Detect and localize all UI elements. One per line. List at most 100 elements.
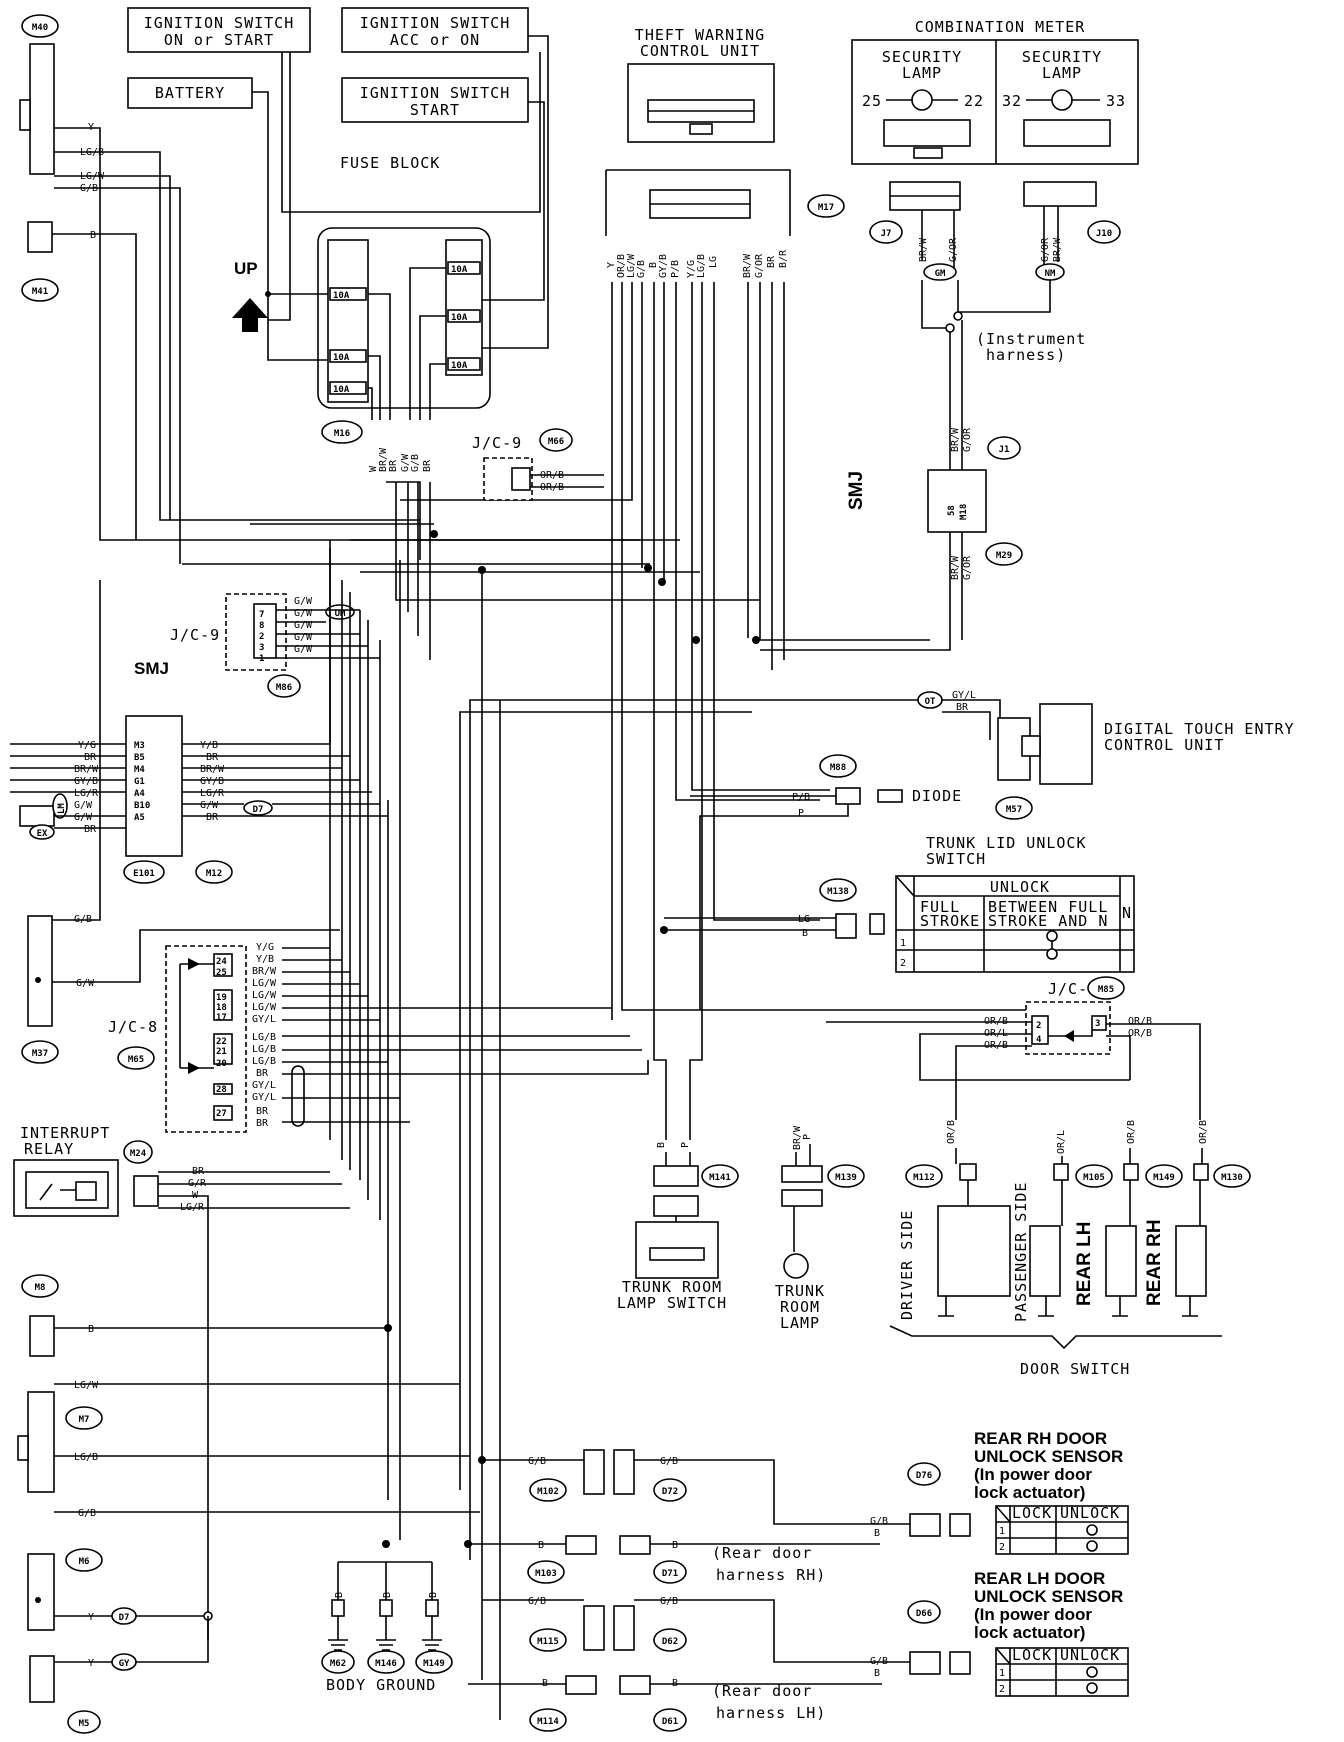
svg-text:1: 1 [900, 938, 906, 949]
svg-text:M62: M62 [330, 1659, 346, 1669]
fuse-10a: 10A [451, 265, 468, 275]
svg-text:M130: M130 [1221, 1173, 1243, 1183]
svg-text:BR: BR [206, 752, 219, 763]
svg-text:BR/W: BR/W [950, 427, 961, 452]
svg-text:LG/W: LG/W [74, 1380, 99, 1391]
theft-warning-control-unit: THEFT WARNING CONTROL UNIT [627, 26, 775, 143]
svg-text:D7: D7 [253, 805, 264, 815]
svg-text:GY/L: GY/L [952, 690, 976, 701]
svg-text:BR/W: BR/W [252, 966, 277, 977]
svg-text:BR/W: BR/W [950, 555, 961, 580]
svg-text:GY/B: GY/B [658, 254, 669, 278]
svg-text:8: 8 [259, 621, 264, 631]
svg-text:D66: D66 [916, 1609, 932, 1619]
svg-text:OR/B: OR/B [1128, 1016, 1152, 1027]
svg-text:G/B: G/B [660, 1596, 678, 1607]
svg-text:PASSENGER SIDE: PASSENGER SIDE [1012, 1182, 1030, 1322]
svg-text:G/W: G/W [200, 800, 219, 811]
svg-text:(Rear door: (Rear door [712, 1682, 812, 1700]
svg-text:REAR RH DOOR: REAR RH DOOR [974, 1429, 1107, 1448]
svg-text:LOCK: LOCK [1012, 1504, 1052, 1522]
svg-text:Y/G: Y/G [256, 942, 274, 953]
svg-text:G/W: G/W [294, 596, 313, 607]
connector-m29 [985, 542, 1023, 566]
svg-text:A4: A4 [134, 789, 145, 799]
svg-text:22: 22 [216, 1037, 227, 1047]
door-switch-group: OR/B OR/L OR/B OR/B M112 M105 M149 M130 … [889, 1120, 1251, 1378]
svg-text:B: B [428, 1592, 439, 1598]
svg-text:G/W: G/W [294, 632, 313, 643]
svg-text:7: 7 [259, 610, 264, 620]
svg-text:UM: UM [335, 609, 346, 619]
body-ground: B B B M62 M146 M149 BODY GROUND [321, 1561, 453, 1694]
svg-text:SWITCH: SWITCH [926, 850, 986, 868]
svg-text:D72: D72 [662, 1487, 678, 1497]
svg-text:LG/B: LG/B [74, 1452, 98, 1463]
connector-m29-body [927, 469, 987, 533]
svg-text:BR: BR [84, 752, 97, 763]
svg-text:OR/B: OR/B [1126, 1120, 1137, 1144]
svg-text:3: 3 [259, 643, 264, 653]
svg-text:RELAY: RELAY [24, 1140, 74, 1158]
svg-text:P/B: P/B [792, 792, 810, 803]
svg-text:DOOR SWITCH: DOOR SWITCH [1020, 1360, 1130, 1378]
connector-m40-block: M40 Y LG/B LG/W G/B [19, 14, 105, 194]
svg-text:17: 17 [216, 1013, 227, 1023]
svg-text:STROKE: STROKE [920, 912, 980, 930]
svg-text:Y: Y [88, 1612, 94, 1623]
connector-m41-block: B M41 [21, 221, 96, 302]
smj-label: SMJ [846, 471, 867, 510]
ignition-switch-on-start-box: IGNITION SWITCH ON or START [127, 7, 311, 53]
svg-text:M139: M139 [835, 1173, 857, 1183]
svg-text:FULL: FULL [920, 898, 960, 916]
svg-text:M86: M86 [276, 683, 292, 693]
svg-text:OR/B: OR/B [616, 254, 627, 278]
svg-text:BR/W: BR/W [918, 237, 929, 262]
junction-connector-m85: J/C-8 M85 2 4 3 OR/B OR/L OR/B OR/B OR/B [984, 976, 1152, 1055]
svg-text:M105: M105 [1083, 1173, 1105, 1183]
svg-text:TRUNK LID UNLOCK: TRUNK LID UNLOCK [926, 834, 1087, 852]
svg-text:IGNITION SWITCH: IGNITION SWITCH [144, 14, 294, 32]
svg-text:B: B [648, 262, 659, 268]
svg-text:UNLOCK: UNLOCK [990, 878, 1050, 896]
svg-text:J1: J1 [999, 445, 1010, 455]
svg-text:Y: Y [606, 262, 617, 268]
connector-j7-block: J7 BR/W G/OR [869, 181, 961, 262]
svg-text:Y/G: Y/G [78, 740, 96, 751]
svg-text:P: P [798, 808, 804, 819]
svg-text:19: 19 [216, 993, 227, 1003]
svg-text:BR/W: BR/W [200, 764, 225, 775]
svg-text:G/B: G/B [870, 1656, 888, 1667]
svg-text:GY/B: GY/B [200, 776, 224, 787]
svg-text:G/OR: G/OR [962, 427, 973, 452]
svg-text:4: 4 [1036, 1035, 1042, 1045]
svg-text:BR: BR [206, 812, 219, 823]
svg-text:B: B [88, 1324, 94, 1335]
svg-text:M24: M24 [130, 1149, 147, 1159]
svg-text:N: N [1122, 904, 1132, 922]
svg-text:OR/B: OR/B [1198, 1120, 1209, 1144]
svg-text:B: B [538, 1540, 544, 1551]
svg-text:D61: D61 [662, 1717, 678, 1727]
connector-j1 [987, 436, 1021, 460]
battery-box: BATTERY [127, 77, 253, 109]
ignition-switch-start-box: IGNITION SWITCH START [341, 77, 529, 123]
svg-text:M37: M37 [32, 1049, 48, 1059]
svg-text:M149: M149 [423, 1659, 445, 1669]
svg-text:M146: M146 [375, 1659, 397, 1669]
svg-text:SECURITY: SECURITY [882, 48, 962, 66]
ground-connectors: G/B G/B M102 D72 B B M103 D71 G/B G/B M1… [527, 1449, 825, 1732]
svg-text:25: 25 [216, 968, 227, 978]
svg-text:BR/W: BR/W [742, 253, 753, 278]
svg-text:TRUNK ROOM: TRUNK ROOM [622, 1278, 722, 1296]
svg-text:M18: M18 [959, 504, 969, 520]
svg-text:33: 33 [1106, 92, 1126, 110]
svg-text:B: B [90, 230, 96, 241]
diode-m88: M88 P/B P DIODE [792, 754, 961, 819]
interrupt-relay: INTERRUPT RELAY M24 BR G/R W LG/R [13, 1124, 207, 1217]
svg-text:Y/G: Y/G [686, 260, 697, 278]
svg-text:lock actuator): lock actuator) [974, 1483, 1085, 1502]
svg-text:M41: M41 [32, 287, 48, 297]
junction-connector-m65: J/C-8 M65 24 25 19 18 17 22 21 20 28 27 … [108, 942, 305, 1133]
svg-text:2: 2 [999, 1542, 1005, 1553]
